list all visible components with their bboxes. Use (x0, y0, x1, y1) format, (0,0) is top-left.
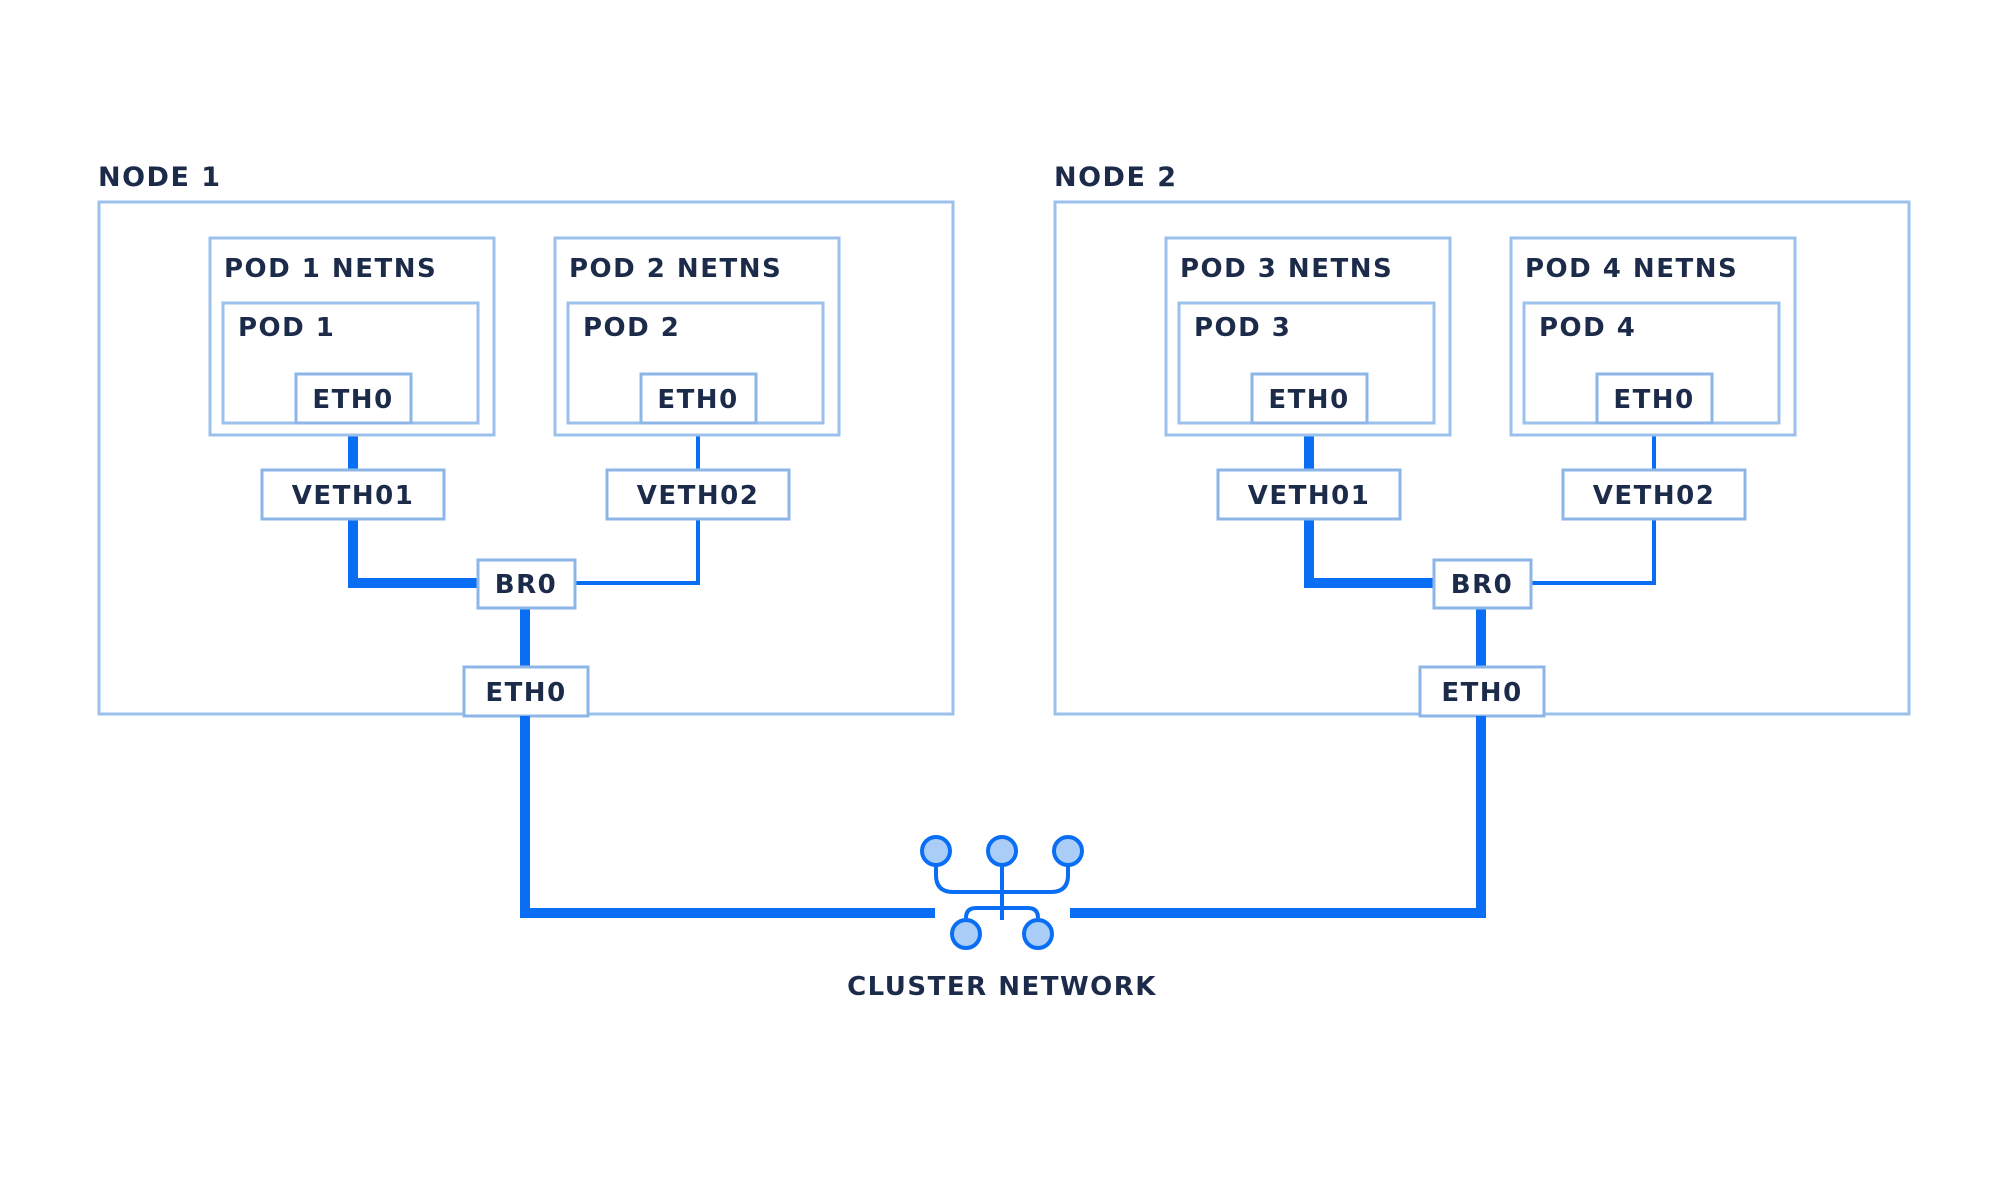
node-1-pod-1: POD 1 NETNS POD 1 ETH0 VETH01 (208, 236, 496, 521)
node-2-veth01-box (1216, 468, 1402, 521)
node-1-pod-2: POD 2 NETNS POD 2 ETH0 VETH02 (553, 236, 841, 521)
node-2-veth02-to-bridge-link (1531, 517, 1656, 585)
node-2-br0-label: BR0 (1451, 570, 1513, 600)
pod-4-netns-label: POD 4 NETNS (1525, 254, 1738, 284)
node-1-veth02-label: VETH02 (637, 481, 760, 511)
node-1-veth02-to-bridge-link (575, 517, 700, 585)
pod-1-eth0-label: ETH0 (312, 385, 393, 415)
hub-node-dot (950, 918, 982, 950)
pod-1-label: POD 1 (238, 313, 335, 343)
pod-4-label: POD 4 (1539, 313, 1636, 343)
node-2-pod-3: POD 3 NETNS POD 3 ETH0 VETH01 (1164, 236, 1452, 521)
node-2-br0-box (1432, 558, 1533, 610)
node-2: NODE 2 POD 3 NETNS POD 3 ETH0 VETH01 POD… (1053, 162, 1911, 718)
pod-2-eth0-label: ETH0 (657, 385, 738, 415)
pod-2-label: POD 2 (583, 313, 680, 343)
pod-2-eth0-box (639, 372, 758, 425)
node-2-veth01-to-bridge-link (1304, 517, 1434, 588)
hub-node-dot (986, 835, 1018, 867)
hub-node-dot (1052, 835, 1084, 867)
node-1-veth01-to-bridge-link (348, 517, 478, 588)
pod-4-eth0-box (1595, 372, 1714, 425)
node-1-br0-label: BR0 (495, 570, 557, 600)
node-2-label: NODE 2 (1054, 162, 1178, 193)
pod-3-eth0-label: ETH0 (1268, 385, 1349, 415)
node-1-br0-box (476, 558, 577, 610)
node-1-to-cluster-link (520, 716, 935, 918)
pod-3-netns-label: POD 3 NETNS (1180, 254, 1393, 284)
cluster-network-label: CLUSTER NETWORK (847, 972, 1157, 1002)
pod-3-label: POD 3 (1194, 313, 1291, 343)
pod-1-netns-label: POD 1 NETNS (224, 254, 437, 284)
hub-node-dot (920, 835, 952, 867)
node-1-label: NODE 1 (98, 162, 222, 193)
pod-2-netns-label: POD 2 NETNS (569, 254, 782, 284)
hub-node-dot (1022, 918, 1054, 950)
network-hub-icon (920, 835, 1084, 950)
node-2-to-cluster-link (1070, 716, 1486, 918)
node-1: NODE 1 POD 1 NETNS POD 1 ETH0 VETH01 POD… (97, 162, 955, 718)
cluster-links (520, 716, 1486, 918)
pod-1-eth0-box (294, 372, 413, 425)
node-1-veth01-label: VETH01 (292, 481, 415, 511)
node-2-eth0-label: ETH0 (1441, 678, 1522, 708)
pod-4-eth0-label: ETH0 (1613, 385, 1694, 415)
node-1-veth01-box (260, 468, 446, 521)
node-1-eth0-label: ETH0 (485, 678, 566, 708)
node-2-veth01-label: VETH01 (1248, 481, 1371, 511)
node-2-pod-4: POD 4 NETNS POD 4 ETH0 VETH02 (1509, 236, 1797, 521)
node-2-veth02-box (1561, 468, 1747, 521)
node-2-veth02-label: VETH02 (1593, 481, 1716, 511)
hub-bottom-bus (964, 906, 1040, 919)
pod-3-eth0-box (1250, 372, 1369, 425)
node-1-veth02-box (605, 468, 791, 521)
node-1-eth0-box (462, 665, 590, 718)
